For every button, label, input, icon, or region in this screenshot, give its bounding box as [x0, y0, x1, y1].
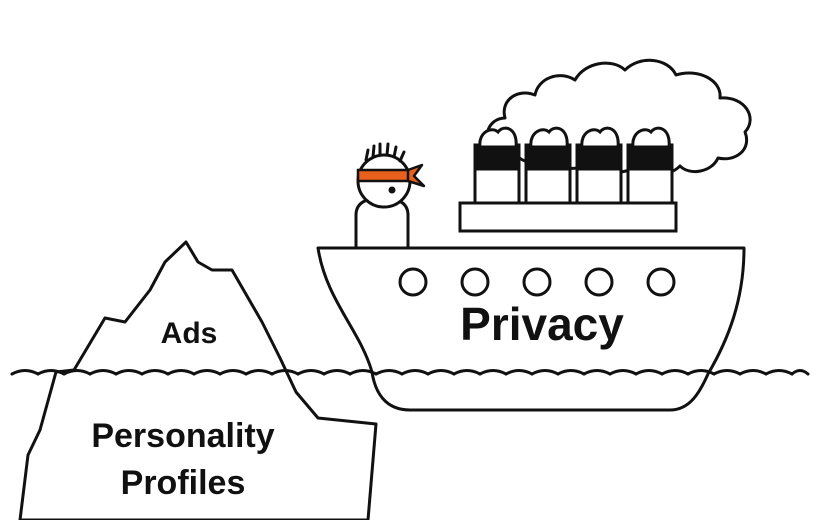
- porthole: [584, 267, 614, 297]
- iceberg-bottom-label-line2: Profiles: [121, 464, 246, 502]
- smoke-wisps: [478, 126, 671, 149]
- portholes: [398, 267, 676, 297]
- iceberg-icon: Ads Personality Profiles: [18, 240, 378, 520]
- iceberg-top-label: Ads: [161, 317, 218, 350]
- ship-upper-deck: [458, 201, 678, 233]
- porthole: [460, 267, 490, 297]
- porthole: [646, 267, 676, 297]
- porthole: [522, 267, 552, 297]
- funnel: [524, 143, 572, 205]
- iceberg-bottom-label-line1: Personality: [91, 417, 274, 455]
- ninja-lookout-icon: [354, 142, 426, 250]
- ship-label: Privacy: [460, 298, 624, 350]
- funnel: [473, 143, 521, 205]
- porthole: [398, 267, 428, 297]
- wave-line-icon: [10, 369, 810, 376]
- ship-funnels: [473, 143, 674, 205]
- funnel: [626, 143, 674, 205]
- funnel: [575, 143, 623, 205]
- steamship-icon: Privacy: [316, 246, 746, 412]
